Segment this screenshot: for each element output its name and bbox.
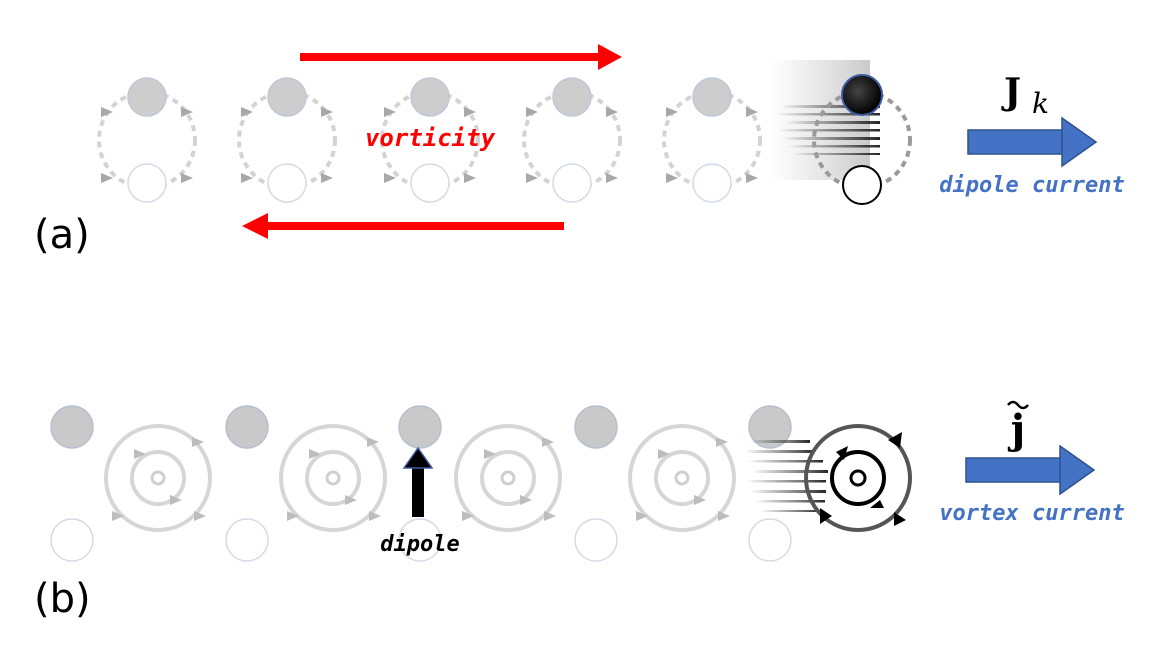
empty-charge [574,518,618,562]
empty-dipole-charge [842,165,882,205]
vorticity-label: vorticity [365,124,496,152]
ghost-vorticity-cells [97,77,762,203]
charge-lattice [50,405,792,562]
current-symbol-jk: J k [1001,71,1049,120]
top-right-red-arrow [300,44,622,70]
filled-dipole-charge [841,74,883,116]
panel-a-label: (a) [34,212,90,258]
ghost-cell [380,77,480,203]
active-dipole-cell [770,60,912,205]
bottom-left-red-arrow [242,213,564,239]
ghost-cell [97,77,197,203]
empty-charge [50,518,94,562]
active-vortex [745,424,912,532]
ghost-vortex [454,424,562,532]
ghost-cell [237,77,337,203]
filled-charge [225,405,269,449]
empty-charge [748,518,792,562]
dipole-current-caption: dipole current [939,173,1124,198]
panel-b-label: (b) [34,576,91,622]
panel-a: vorticity J k dipole current (a) [34,44,1125,258]
dipole-label: dipole [380,532,459,557]
vortex-current-caption: vortex current [939,501,1124,526]
empty-charge [398,518,442,562]
ghost-cell [662,77,762,203]
filled-charge [574,405,618,449]
dipole-current-arrow [967,116,1098,168]
vortex-current-arrow [965,444,1096,496]
current-subscript: k [1032,87,1049,120]
ghost-cell [522,77,622,203]
current-symbol-j-tilde: j [1007,400,1029,453]
empty-charge [225,518,269,562]
vortex-motion-streaks [745,440,828,512]
filled-charge [398,405,442,449]
panel-b: dipole [34,400,1125,622]
filled-charge [748,405,792,449]
ghost-vortex [628,424,736,532]
dipole-arrow [402,446,434,517]
ghost-vortex [104,424,212,532]
current-symbol: J [1001,71,1021,113]
filled-charge [50,405,94,449]
ghost-vortex [279,424,387,532]
ghost-vortices [104,424,736,532]
vortex-current-symbol: j [1008,406,1025,453]
